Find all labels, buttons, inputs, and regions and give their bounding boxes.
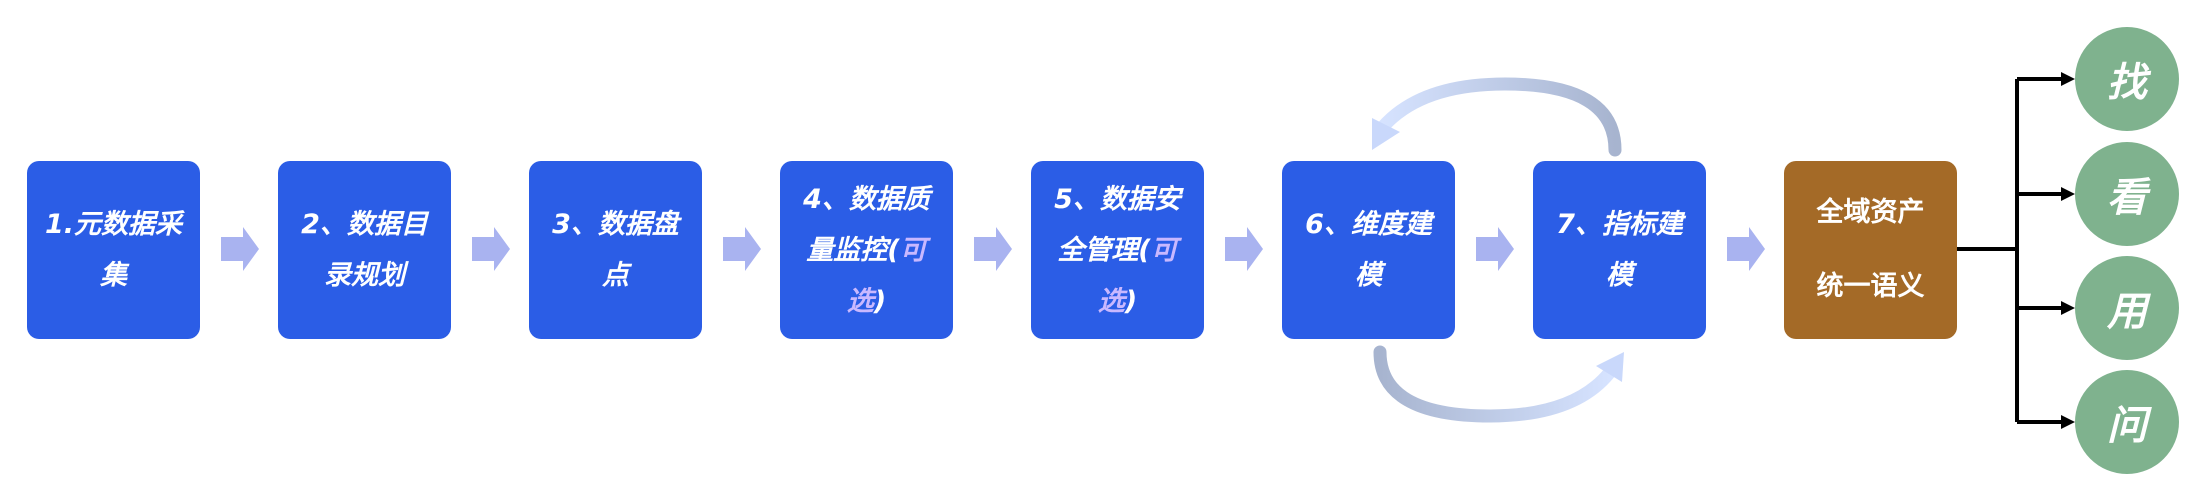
step-5-close-paren: ) [1124,285,1138,317]
step-data-inventory: 3、数据盘 点 [529,161,702,339]
step-dimension-modeling: 6、维度建 模 [1282,161,1455,339]
branch-arrowhead-2 [2061,187,2075,201]
step-1-line-1: 1.元数据采 [44,209,183,240]
step-4-line-1: 4、数据质 [803,183,930,215]
flow-arrow-6 [1476,227,1514,271]
loop-arrow-bottom [1373,345,1617,423]
flow-arrow-7 [1727,227,1765,271]
flow-arrow-2 [472,227,510,271]
loop-arrow-top [1375,77,1622,157]
flow-arrow-1 [221,227,259,271]
output-ask: 问 [2075,370,2179,474]
step-7-line-1: 7、指标建 [1556,209,1683,240]
step-metadata-collection: 1.元数据采 集 [27,161,200,339]
output-view: 看 [2075,142,2179,246]
step-5-line-2: 全管理( [1057,234,1151,266]
branch-arrowhead-1 [2061,72,2075,86]
loop-arrowhead-bottom [1596,352,1624,382]
step-5-optional-mark: 可 [1150,234,1178,266]
step-5-optional-mark-2: 选 [1097,285,1125,317]
step-6-line-1: 6、维度建 [1305,209,1432,240]
step-catalog-planning: 2、数据目 录规划 [278,161,451,339]
step-2-line-1: 2、数据目 [301,209,428,240]
branch-arrowhead-3 [2061,301,2075,315]
step-4-optional-mark-2: 选 [846,285,874,317]
flow-arrow-4 [974,227,1012,271]
step-4-close-paren: ) [873,285,887,317]
step-security-management: 5、数据安 全管理(可 选) [1031,161,1204,339]
output-find: 找 [2075,27,2179,131]
step-4-line-2: 量监控( [806,234,900,266]
loop-arrowhead-top [1372,118,1400,150]
step-7-line-2: 模 [1605,260,1633,291]
step-3-line-1: 3、数据盘 [552,209,679,240]
step-2-line-2: 录规划 [323,260,405,291]
step-3-line-2: 点 [601,260,629,291]
step-4-optional-mark: 可 [899,234,927,266]
unified-semantics-box: 全域资产 统一语义 [1784,161,1957,339]
flow-arrow-3 [723,227,761,271]
step-1-line-2: 集 [99,260,127,291]
flow-arrow-5 [1225,227,1263,271]
unified-line-2: 统一语义 [1816,271,1925,302]
step-5-line-1: 5、数据安 [1054,183,1181,215]
step-metric-modeling: 7、指标建 模 [1533,161,1706,339]
branch-arrowhead-4 [2061,415,2075,429]
unified-line-1: 全域资产 [1816,197,1925,228]
step-quality-monitoring: 4、数据质 量监控(可 选) [780,161,953,339]
step-6-line-2: 模 [1354,260,1382,291]
output-use: 用 [2075,256,2179,360]
